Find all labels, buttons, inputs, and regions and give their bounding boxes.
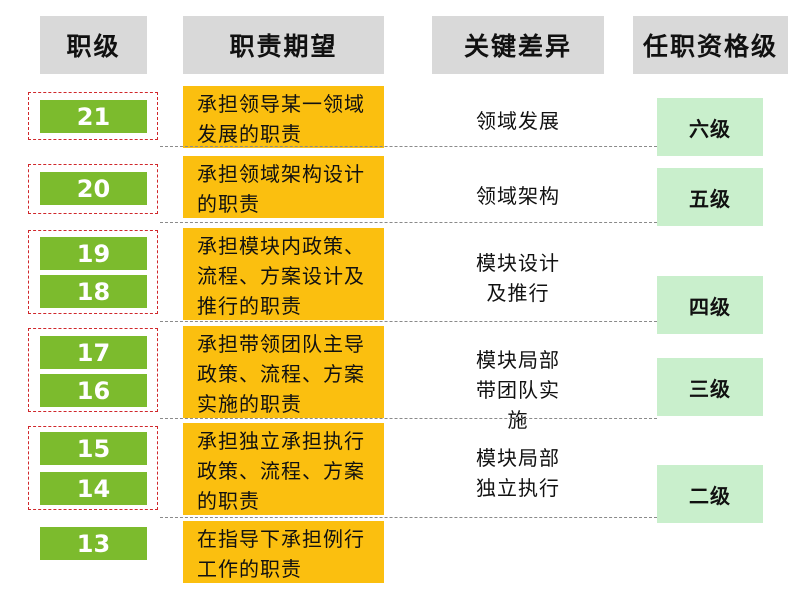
header-difference: 关键差异: [432, 16, 604, 74]
qualification-box: 四级: [657, 276, 763, 334]
level-box: 18: [40, 275, 147, 308]
level-box: 19: [40, 237, 147, 270]
qualification-box: 五级: [657, 168, 763, 226]
separator-line: [160, 146, 657, 147]
level-group-19-18: [28, 230, 158, 314]
qualification-box: 二级: [657, 465, 763, 523]
level-box: 15: [40, 432, 147, 465]
level-box: 21: [40, 100, 147, 133]
separator-line: [160, 418, 657, 419]
duty-box: 承担独立承担执行政策、流程、方案的职责: [183, 423, 384, 515]
duty-box: 承担带领团队主导政策、流程、方案实施的职责: [183, 326, 384, 418]
level-group-20: [28, 164, 158, 214]
level-box: 20: [40, 172, 147, 205]
difference-text: 模块设计及推行: [476, 251, 560, 305]
separator-line: [160, 321, 657, 322]
level-group-17-16: [28, 328, 158, 412]
separator-line: [160, 517, 657, 518]
level-box: 14: [40, 472, 147, 505]
level-group-15-14: [28, 426, 158, 510]
duty-box: 承担领域架构设计的职责: [183, 156, 384, 218]
difference-text: 领域架构: [476, 184, 560, 208]
duty-box: 承担领导某一领域发展的职责: [183, 86, 384, 148]
separator-line: [160, 222, 657, 223]
level-box: 17: [40, 336, 147, 369]
level-group-21: [28, 92, 158, 140]
header-level: 职级: [40, 16, 147, 74]
qualification-box: 六级: [657, 98, 763, 156]
duty-box: 承担模块内政策、流程、方案设计及推行的职责: [183, 228, 384, 320]
difference-text: 模块局部独立执行: [476, 446, 560, 500]
difference-text: 模块局部带团队实施: [476, 348, 560, 432]
level-box: 16: [40, 374, 147, 407]
qualification-box: 三级: [657, 358, 763, 416]
header-duty: 职责期望: [183, 16, 384, 74]
level-box: 13: [40, 527, 147, 560]
difference-text: 领域发展: [476, 109, 560, 133]
header-qualification: 任职资格级: [633, 16, 788, 74]
duty-box: 在指导下承担例行工作的职责: [183, 521, 384, 583]
